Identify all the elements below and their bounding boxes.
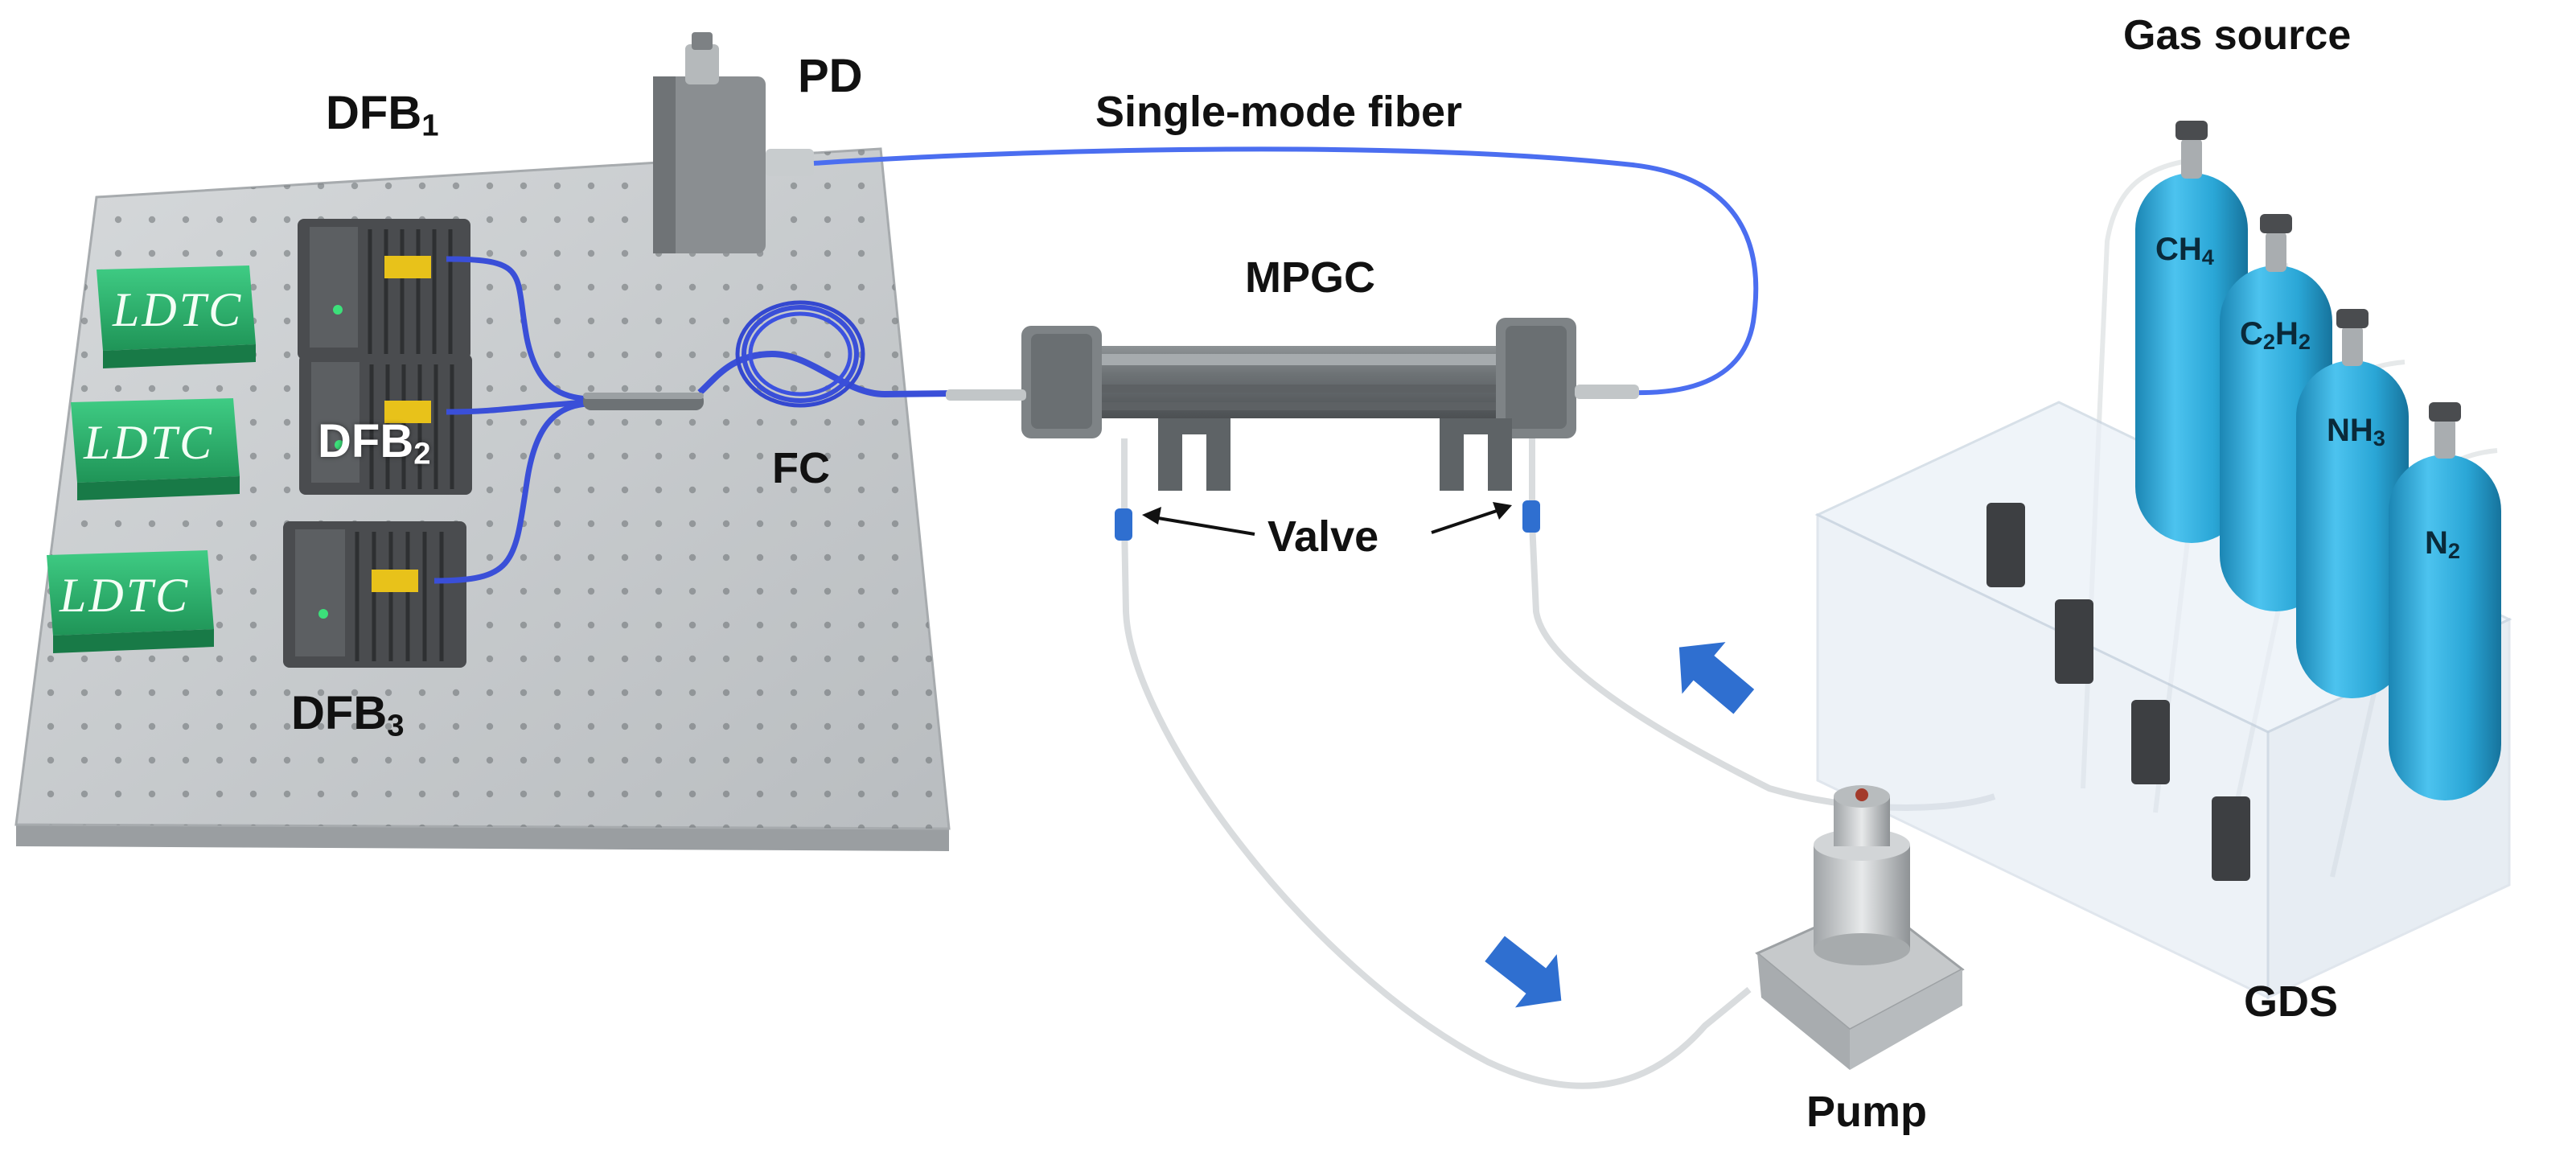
fiber-coil-1 [742,305,859,403]
ldtc-box-2 [71,398,240,500]
optical-breadboard [14,147,951,851]
tube-cyl1 [2081,158,2188,789]
label-gas-source: Gas source [2123,12,2352,59]
dfb-module-2 [299,354,472,495]
multipass-gas-cell [946,318,1639,491]
ldtc-label-2: LDTC [84,416,215,469]
vacuum-pump [1755,785,1965,1070]
fiber-dfb2 [446,399,588,415]
fiber-dfb1 [446,256,588,402]
ldtc-controllers [47,265,256,653]
gas-label-nh3: NH3 [2327,413,2385,451]
valve-right [1522,500,1540,533]
tube-to-pump [1121,438,1752,1089]
fiber-dfb3 [433,401,588,584]
label-pd: PD [798,50,863,102]
fiber-coupler [583,393,704,410]
photodetector [653,32,814,253]
ldtc-box-1 [97,265,256,368]
flow-arrow-to-cell [1678,642,1755,714]
dfb-laser-modules [283,219,472,668]
fiber-coil-2 [748,311,853,397]
gas-label-n2: N2 [2425,525,2461,563]
flow-arrow-to-pump [1485,936,1562,1008]
gas-cylinders [2135,121,2501,800]
cylinder-n2 [2389,402,2501,800]
mass-flow-controllers [1986,503,2250,881]
label-pump: Pump [1806,1088,1928,1136]
fiber-combined [697,350,1030,398]
label-single-mode-fiber: Single-mode fiber [1095,88,1463,136]
dfb-module-1 [298,219,470,360]
fiber-coil-3 [735,300,865,408]
ldtc-label-3: LDTC [60,569,191,622]
label-mpgc: MPGC [1245,253,1375,302]
fibers [433,146,1759,584]
valve-left [1115,508,1132,541]
cylinder-nh3 [2296,309,2409,698]
ldtc-box-3 [47,550,214,653]
label-gds: GDS [2244,977,2339,1026]
label-dfb1: DFB1 [326,87,439,143]
label-dfb3: DFB3 [291,687,405,743]
single-mode-fiber-path [813,146,1759,396]
label-fc: FC [772,444,830,492]
flow-arrows [1485,642,1755,1008]
label-dfb2: DFB2 [318,415,431,471]
dfb-module-3 [283,521,466,668]
gas-label-c2h2: C2H2 [2240,316,2311,354]
valve-pointers [1142,502,1512,536]
label-valve: Valve [1267,512,1379,561]
ldtc-label-1: LDTC [113,283,244,336]
valves [1115,500,1540,541]
gas-label-ch4: CH4 [2155,232,2214,269]
